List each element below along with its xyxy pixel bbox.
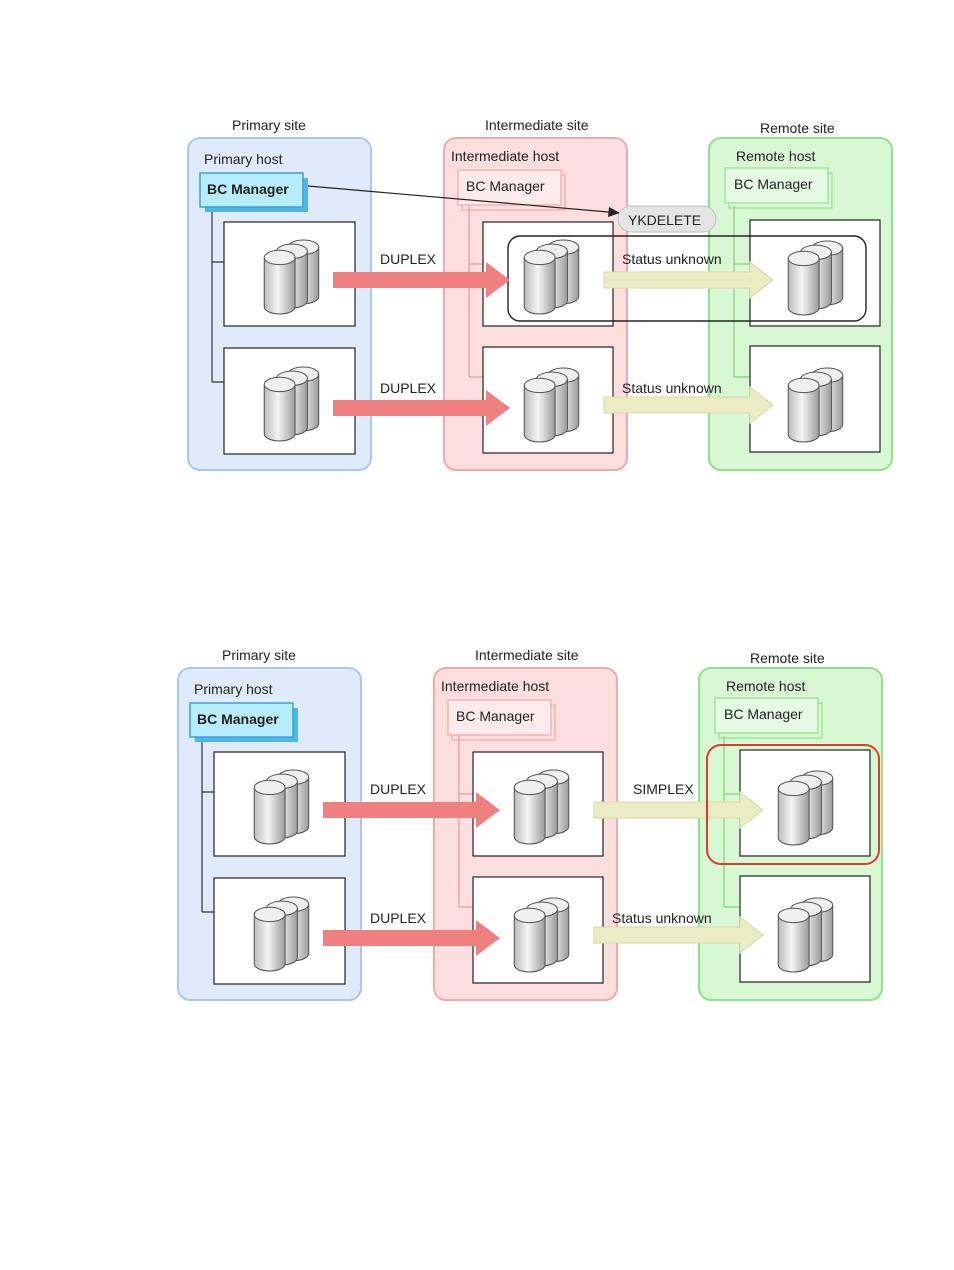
duplex-arrow-2 [333, 390, 510, 426]
duplex-label-1: DUPLEX [380, 251, 437, 267]
diagram-2: Primary site Intermediate site Remote si… [177, 647, 883, 1001]
status-arrow-1 [603, 260, 774, 300]
remote-volume-1 [778, 771, 832, 845]
primary-host-label: Primary host [204, 151, 283, 167]
primary-connector-line [201, 736, 214, 913]
primary-bc-manager: BC Manager [189, 702, 298, 742]
ykdelete-badge [617, 205, 717, 233]
primary-volume-2 [254, 897, 308, 971]
intermediate-volume-2 [524, 368, 578, 442]
remote-volume-highlight [706, 744, 880, 865]
simplex-label: SIMPLEX [633, 781, 694, 797]
remote-connector-line [733, 206, 750, 378]
duplex-label-2: DUPLEX [380, 380, 437, 396]
intermediate-bc-manager-label: BC Manager [466, 178, 545, 194]
intermediate-connector-line [458, 736, 473, 908]
intermediate-bc-manager: BC Manager [447, 699, 556, 741]
simplex-arrow [593, 790, 764, 830]
primary-bc-manager-label: BC Manager [207, 181, 289, 197]
duplex-label-2: DUPLEX [370, 910, 427, 926]
intermediate-host-label: Intermediate host [441, 678, 549, 694]
remote-site-title: Remote site [760, 120, 835, 136]
duplex-arrow-1 [333, 262, 510, 298]
status-label-2: Status unknown [622, 380, 722, 396]
intermediate-site-title: Intermediate site [475, 647, 579, 663]
primary-volume-2 [264, 367, 318, 441]
duplex-label-1: DUPLEX [370, 781, 427, 797]
remote-bc-manager-label: BC Manager [734, 176, 813, 192]
remote-volume-2 [778, 898, 832, 972]
ykdelete-label: YKDELETE [628, 212, 701, 228]
intermediate-site-title: Intermediate site [485, 117, 589, 133]
intermediate-connector-line [468, 206, 483, 378]
primary-volume-1 [254, 770, 308, 844]
remote-bc-manager: BC Manager [724, 167, 833, 209]
intermediate-volume-1 [524, 240, 578, 314]
duplex-arrow-2 [323, 920, 500, 956]
remote-bc-manager-label: BC Manager [724, 706, 803, 722]
diagram-1: Primary site Intermediate site Remote si… [187, 117, 893, 471]
remote-volume-1 [788, 241, 842, 315]
remote-volume-2 [788, 368, 842, 442]
status-arrow-2 [603, 385, 774, 425]
primary-bc-manager-label: BC Manager [197, 711, 279, 727]
intermediate-host-label: Intermediate host [451, 148, 559, 164]
intermediate-volume-1 [514, 770, 568, 844]
primary-bc-manager: BC Manager [199, 172, 308, 212]
intermediate-bc-manager-label: BC Manager [456, 708, 535, 724]
intermediate-bc-manager: BC Manager [457, 169, 566, 211]
status-arrow-2 [593, 915, 764, 955]
primary-site-title: Primary site [222, 647, 296, 663]
primary-connector-line [211, 206, 224, 383]
command-line [307, 185, 621, 214]
duplex-arrow-1 [323, 792, 500, 828]
remote-site-title: Remote site [750, 650, 825, 666]
status-label-1: Status unknown [622, 251, 722, 267]
remote-connector-line [723, 736, 740, 908]
remote-host-label: Remote host [726, 678, 805, 694]
command-line-arrowhead [608, 207, 620, 217]
status-label-2: Status unknown [612, 910, 712, 926]
primary-host-label: Primary host [194, 681, 273, 697]
primary-volume-1 [264, 240, 318, 314]
intermediate-volume-2 [514, 898, 568, 972]
remote-bc-manager: BC Manager [714, 697, 823, 739]
primary-site-title: Primary site [232, 117, 306, 133]
remote-host-label: Remote host [736, 148, 815, 164]
